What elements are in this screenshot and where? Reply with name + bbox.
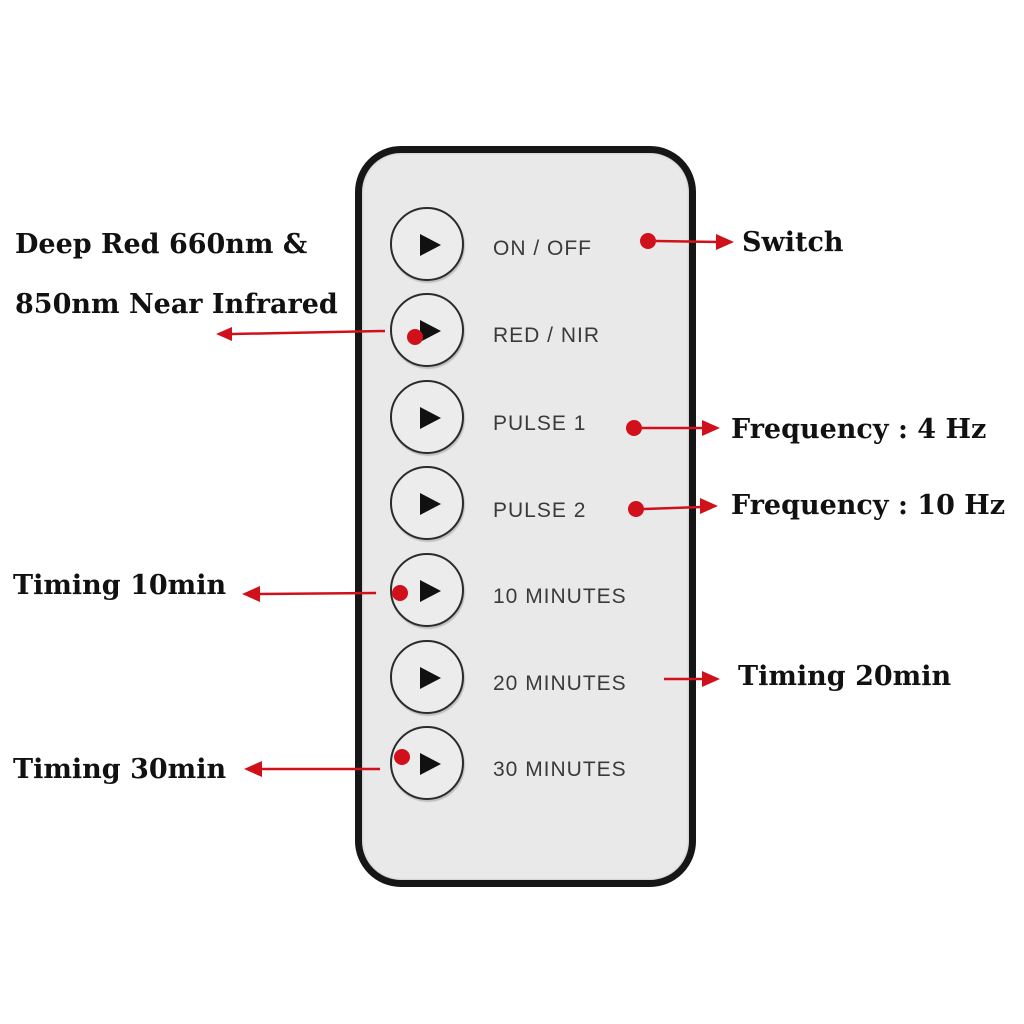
- 10-minutes-button[interactable]: [390, 553, 464, 627]
- 10-minutes-label: 10 MINUTES: [493, 585, 627, 608]
- play-icon: [420, 753, 441, 775]
- pulse-1-button[interactable]: [390, 380, 464, 454]
- red-nir-label: RED / NIR: [493, 324, 601, 347]
- red-nir-button[interactable]: [390, 293, 464, 367]
- play-icon: [420, 407, 441, 429]
- 30-minutes-button[interactable]: [390, 726, 464, 800]
- callout-timing-30: Timing 30min: [13, 754, 227, 785]
- pointer-arrow-pulse-1: [702, 420, 720, 436]
- callout-timing-10: Timing 10min: [13, 570, 227, 601]
- callout-timing-20: Timing 20min: [738, 661, 952, 692]
- play-icon: [420, 234, 441, 256]
- play-icon: [420, 580, 441, 602]
- pulse-1-label: PULSE 1: [493, 412, 587, 435]
- pointer-arrow-pulse-2: [700, 498, 718, 514]
- pointer-arrow-timing-20: [702, 671, 720, 687]
- play-icon: [420, 320, 441, 342]
- on-off-button[interactable]: [390, 207, 464, 281]
- callout-pulse-1: Frequency : 4 Hz: [731, 414, 987, 445]
- pointer-arrow-red-nir: [216, 327, 232, 341]
- callout-red-nir-line1: Deep Red 660nm &: [15, 229, 308, 260]
- callout-pulse-2: Frequency : 10 Hz: [731, 490, 1006, 521]
- play-icon: [420, 667, 441, 689]
- pulse-2-button[interactable]: [390, 466, 464, 540]
- callout-switch: Switch: [742, 227, 844, 258]
- 20-minutes-label: 20 MINUTES: [493, 672, 627, 695]
- on-off-label: ON / OFF: [493, 237, 592, 260]
- 30-minutes-label: 30 MINUTES: [493, 758, 627, 781]
- 20-minutes-button[interactable]: [390, 640, 464, 714]
- callout-red-nir-line2: 850nm Near Infrared: [15, 289, 338, 320]
- remote-control-body: ON / OFF RED / NIR PULSE 1 PULSE 2 10 MI…: [355, 146, 696, 887]
- pointer-arrow-timing-30: [244, 761, 262, 777]
- play-icon: [420, 493, 441, 515]
- pointer-arrow-timing-10: [242, 586, 260, 602]
- pulse-2-label: PULSE 2: [493, 499, 587, 522]
- pointer-arrow-switch: [716, 234, 734, 250]
